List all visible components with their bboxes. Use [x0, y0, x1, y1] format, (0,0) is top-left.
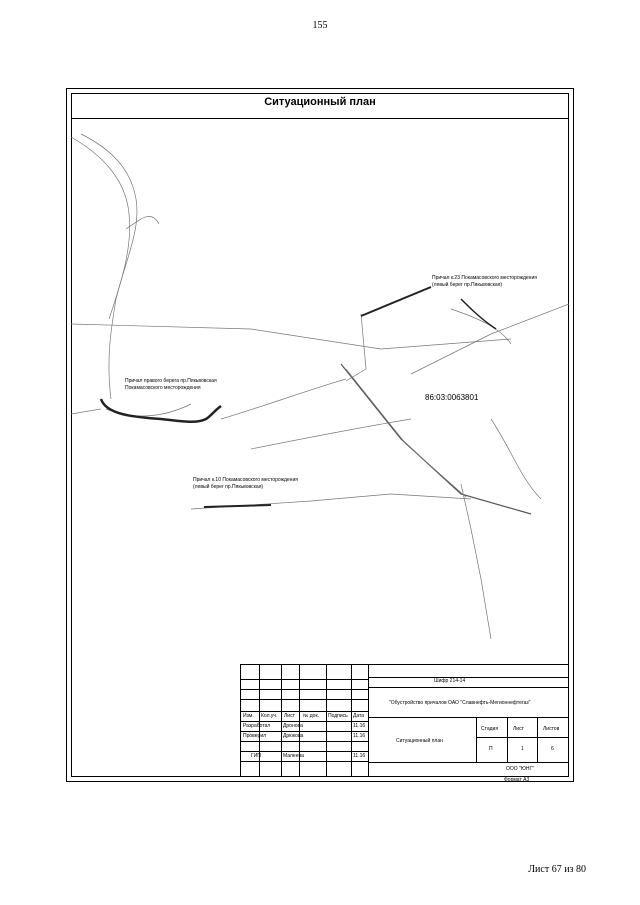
stamp-header-doc: № док.	[303, 713, 320, 719]
stamp-format: Формат А3	[504, 777, 530, 783]
stamp-date-3: 11.16	[353, 753, 366, 759]
stamp-drawing-name: Ситуационный план	[396, 738, 443, 744]
stamp-line-row4	[241, 761, 368, 762]
stamp-sheet-value: 1	[521, 746, 524, 752]
map-line-horizontal	[71, 323, 512, 350]
stamp-line-headers-top	[241, 711, 368, 712]
map-road-diagonal	[340, 363, 532, 515]
drawing-title: Ситуационный план	[264, 96, 376, 108]
map-road-diagonal-2	[345, 368, 467, 498]
map-contour-6	[71, 408, 102, 415]
stamp-name-3: Малеева	[283, 753, 304, 759]
stamp-col-4	[326, 665, 327, 777]
map-road-south-2	[460, 483, 492, 640]
stamp-date-2: 11.16	[353, 733, 366, 739]
stamp-col-2	[281, 665, 282, 777]
pier-23-line	[360, 286, 432, 317]
map-road-to-pier23	[345, 313, 367, 382]
stamp-sheets-value: 6	[551, 746, 554, 752]
map-contour-5	[250, 418, 412, 450]
pier-10-label-2: (левый берег пр.Пякьвовская)	[193, 484, 264, 490]
stamp-col-sheets	[537, 717, 538, 762]
pier-23-label-2: (левый берег пр.Пякьвовская)	[432, 282, 503, 288]
stamp-code: Шифр 214-14	[434, 678, 466, 684]
stamp-line-stage-values	[476, 737, 569, 738]
stamp-header-kolvo: Кол.уч.	[261, 713, 278, 719]
sheet-border	[66, 88, 574, 782]
stamp-line-project-bottom	[368, 717, 569, 718]
stamp-line-code	[368, 677, 569, 678]
sheet-counter: Лист 67 из 80	[528, 864, 586, 875]
map-contour-3	[450, 308, 512, 345]
stamp-col-1	[259, 665, 260, 777]
stamp-role-1: Разработал	[243, 723, 271, 729]
pier-10-line	[203, 504, 272, 508]
pier-23-label-1: Причал к.23 Покамасовского месторождения	[432, 275, 537, 281]
stamp-project: "Обустройство причалов ОАО "Славнефть-Ме…	[389, 700, 531, 706]
stamp-col-3	[299, 665, 300, 777]
stamp-line-row3	[241, 751, 368, 752]
map-contour-4	[490, 418, 542, 500]
title-block: Шифр 214-14 "Обустройство причалов ОАО "…	[240, 664, 569, 777]
map-road-north-2	[71, 136, 131, 320]
situational-map	[71, 133, 569, 640]
map-contour-1	[220, 378, 347, 420]
stamp-line-rev2	[241, 689, 368, 690]
stamp-divider-main	[368, 665, 369, 777]
pier-right-label-1: Причал правого берега пр.Пякьвовская	[125, 378, 217, 384]
stamp-date-1: 11.16	[353, 723, 366, 729]
stamp-header-izm: Изм.	[243, 713, 254, 719]
map-road-ne	[410, 303, 569, 375]
stamp-line-company	[368, 762, 569, 763]
stamp-line-rev1	[241, 679, 368, 680]
stamp-line-row1	[241, 731, 368, 732]
stamp-col-5	[351, 665, 352, 777]
pier-right-label-2: Покамасовского месторождения	[125, 385, 201, 391]
stamp-stage-value: П	[489, 746, 493, 752]
stamp-stage-label: Стадия	[481, 726, 499, 732]
stamp-sheet-label: Лист	[513, 726, 524, 732]
stamp-sheets-label: Листов	[543, 726, 560, 732]
stamp-name-1: Дронова	[283, 723, 303, 729]
title-divider	[71, 118, 569, 119]
page-number: 155	[312, 20, 328, 31]
stamp-header-date: Дата	[353, 713, 365, 719]
cadastral-number: 86:03:0063801	[425, 393, 479, 402]
map-road-branch	[125, 216, 160, 230]
pier-23-bank	[460, 298, 497, 330]
stamp-col-stage	[476, 717, 477, 762]
stamp-header-list: Лист	[284, 713, 295, 719]
pier-10-label-1: Причал к.10 Покамасовского месторождения	[193, 477, 298, 483]
map-road-north	[80, 133, 138, 400]
pier-right-bank-line	[99, 398, 222, 423]
stamp-col-sheet	[507, 717, 508, 762]
stamp-line-project-top	[368, 687, 569, 688]
stamp-company: ООО "ЮНГ"	[506, 766, 534, 772]
stamp-role-3: ГИП	[251, 753, 261, 759]
stamp-line-headers-bottom	[241, 721, 368, 722]
stamp-line-rev3	[241, 699, 368, 700]
stamp-line-row2	[241, 741, 368, 742]
stamp-role-2: Проверил	[243, 733, 267, 739]
stamp-header-sign: Подпись	[328, 713, 348, 719]
stamp-name-2: Дрюкова	[283, 733, 304, 739]
